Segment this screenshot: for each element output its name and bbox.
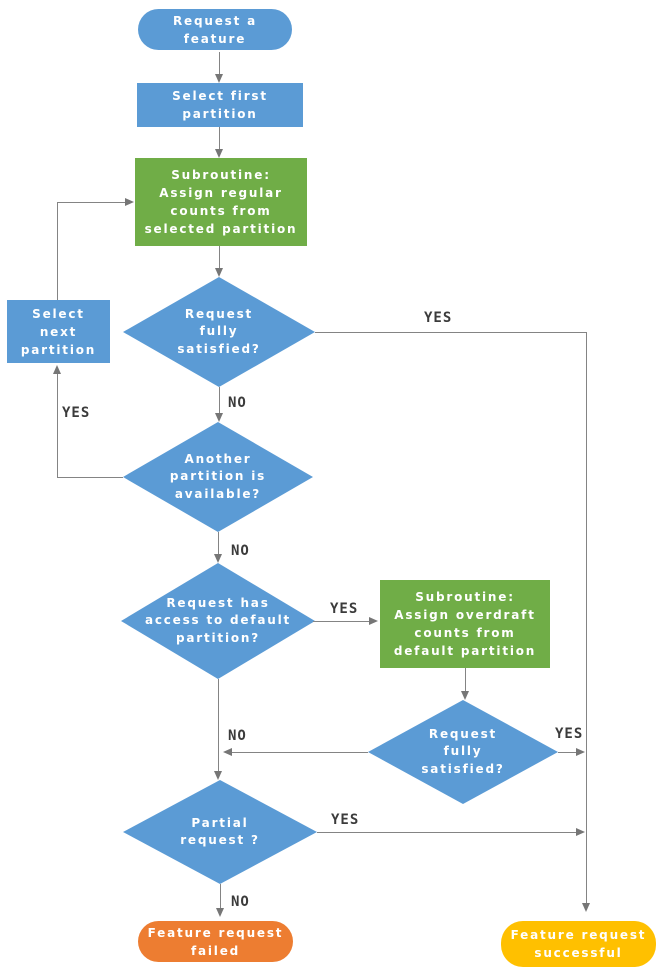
node-partial-request: Partial request ? xyxy=(123,780,317,884)
node-feature-request-failed-label: Feature request failed xyxy=(147,925,284,958)
arrowhead-rail-success xyxy=(582,903,590,912)
node-partial-request-label: Partial request ? xyxy=(180,815,260,847)
connector-d2-no xyxy=(218,532,219,555)
arrowhead-partial-no xyxy=(216,908,224,917)
arrowhead-partial-yes xyxy=(576,828,585,836)
node-select-first-partition-label: Select first partition xyxy=(172,89,268,121)
arrowhead-loop-subregular xyxy=(125,198,134,206)
arrowhead-start-selectfirst xyxy=(215,74,223,83)
node-request-fully-satisfied-2-label: Request fully satisfied? xyxy=(421,726,505,776)
node-request-fully-satisfied-1-label: Request fully satisfied? xyxy=(177,306,261,356)
arrowhead-selectfirst-subregular xyxy=(215,149,223,158)
edge-label-d2-yes: YES xyxy=(62,405,91,421)
node-start-label: Request a feature xyxy=(172,13,257,46)
connector-partial-no xyxy=(220,884,221,909)
node-another-partition-available-label: Another partition is available? xyxy=(169,451,267,501)
node-start: Request a feature xyxy=(138,9,292,50)
edge-label-d4-yes: YES xyxy=(555,726,584,742)
connector-subregular-d1 xyxy=(219,246,220,269)
arrowhead-d3-yes xyxy=(369,617,378,625)
arrowhead-d2-no xyxy=(214,554,222,563)
node-feature-request-successful-label: Feature request successful xyxy=(510,928,647,960)
node-subroutine-regular-label: Subroutine: Assign regular counts from s… xyxy=(144,168,298,236)
connector-start-selectfirst xyxy=(219,52,220,75)
connector-d4-yes xyxy=(558,752,577,753)
node-request-fully-satisfied-1: Request fully satisfied? xyxy=(123,277,315,387)
connector-d4-no xyxy=(232,752,368,753)
edge-label-partial-yes: YES xyxy=(331,812,360,828)
connector-d3-yes xyxy=(313,621,370,622)
connector-suboverdraft-d4 xyxy=(465,668,466,692)
connector-d1-no xyxy=(219,387,220,414)
node-select-first-partition: Select first partition xyxy=(137,83,303,127)
connector-d1-yes-horizontal xyxy=(315,332,586,333)
connector-d3-no-vertical xyxy=(218,679,219,772)
arrowhead-d1-no xyxy=(215,413,223,422)
node-subroutine-regular: Subroutine: Assign regular counts from s… xyxy=(135,158,307,246)
connector-selectnext-loop-horizontal xyxy=(57,202,126,203)
node-request-access-default: Request has access to default partition? xyxy=(121,563,315,679)
connector-partial-yes xyxy=(317,832,577,833)
arrowhead-d4-yes xyxy=(576,748,585,756)
connector-selectfirst-subregular xyxy=(219,127,220,150)
connector-selectnext-loop-vertical xyxy=(57,202,58,300)
edge-label-partial-no: NO xyxy=(231,894,250,910)
connector-d2-yes-horizontal xyxy=(57,477,123,478)
arrowhead-d4-no xyxy=(223,748,232,756)
node-feature-request-failed: Feature request failed xyxy=(138,921,293,962)
node-request-fully-satisfied-2: Request fully satisfied? xyxy=(368,700,558,804)
arrowhead-suboverdraft-d4 xyxy=(461,691,469,700)
arrowhead-into-partial xyxy=(214,771,222,780)
arrowhead-d2-yes xyxy=(53,365,61,374)
node-select-next-partition: Select next partition xyxy=(7,300,110,363)
connector-d2-yes-vertical xyxy=(57,374,58,478)
edge-label-d1-no: NO xyxy=(228,395,247,411)
edge-label-d3-yes: YES xyxy=(330,601,359,617)
node-subroutine-overdraft: Subroutine: Assign overdraft counts from… xyxy=(380,580,550,668)
edge-label-d2-no: NO xyxy=(231,543,250,559)
node-select-next-partition-label: Select next partition xyxy=(20,306,97,357)
node-another-partition-available: Another partition is available? xyxy=(123,422,313,532)
node-subroutine-overdraft-label: Subroutine: Assign overdraft counts from… xyxy=(393,590,537,658)
connector-right-rail xyxy=(586,332,587,903)
node-feature-request-successful: Feature request successful xyxy=(501,921,656,967)
node-request-access-default-label: Request has access to default partition? xyxy=(144,595,292,645)
arrowhead-subregular-d1 xyxy=(215,268,223,277)
edge-label-d4-no: NO xyxy=(228,728,247,744)
edge-label-d1-yes: YES xyxy=(424,310,453,326)
